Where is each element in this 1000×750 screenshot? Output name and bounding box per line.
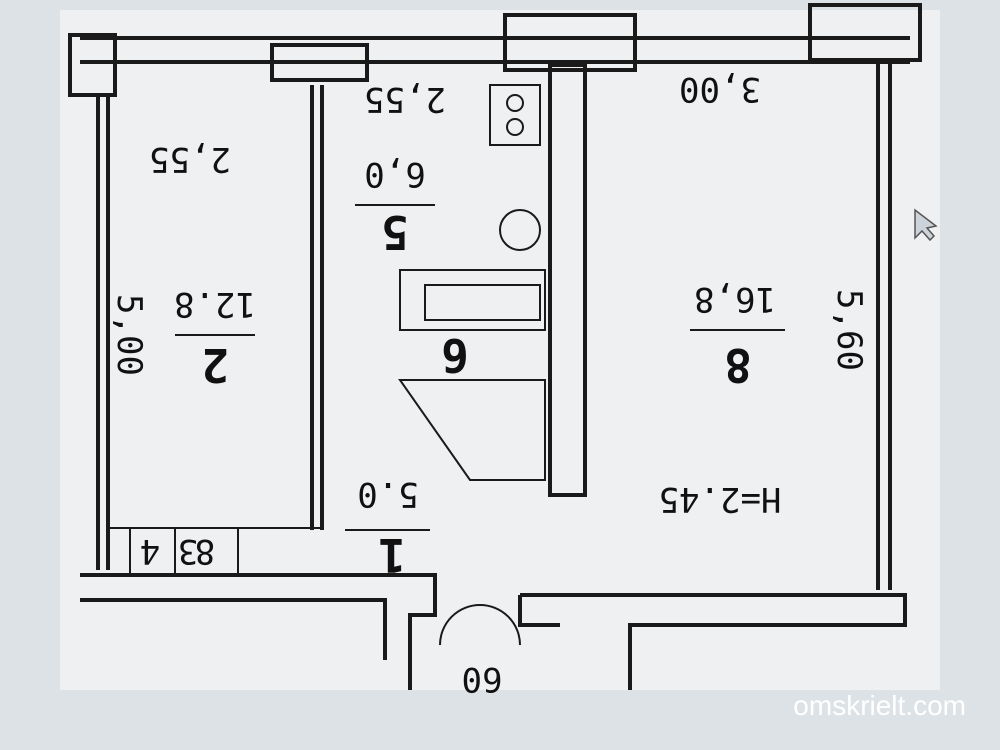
room-8b-number: 8 — [195, 531, 215, 571]
walls — [68, 3, 922, 690]
room-8-area: 16,8 — [694, 279, 776, 319]
room-1-number: 1 — [378, 528, 406, 582]
room-5-area: 6,0 — [364, 154, 425, 194]
room-2-number: 2 — [201, 338, 229, 392]
room-4-number: 4 — [140, 531, 160, 571]
ceiling-height: H=2.45 — [659, 479, 782, 519]
room-8-number: 8 — [724, 338, 752, 392]
room-6-number: 6 — [441, 328, 469, 382]
room-8-length: 5,60 — [829, 289, 869, 371]
partial-label: 60 — [462, 659, 503, 699]
room-5-number: 5 — [381, 205, 409, 259]
room-2-length: 5,00 — [109, 294, 149, 376]
room-8-width: 3,00 — [679, 69, 761, 109]
room-5-width: 2,55 — [364, 79, 446, 119]
watermark: omskrielt.com — [793, 690, 966, 721]
room-1-area: 5.0 — [357, 474, 418, 514]
room-2-area: 12.8 — [174, 284, 256, 324]
mouse-cursor-icon — [914, 208, 938, 242]
room-2-width: 2,55 — [149, 139, 231, 179]
room-labels: 2,55 12.8 2 5,00 2,55 6,0 5 3,00 16,8 8 … — [109, 69, 869, 699]
room-3-number: 3 — [178, 531, 198, 571]
